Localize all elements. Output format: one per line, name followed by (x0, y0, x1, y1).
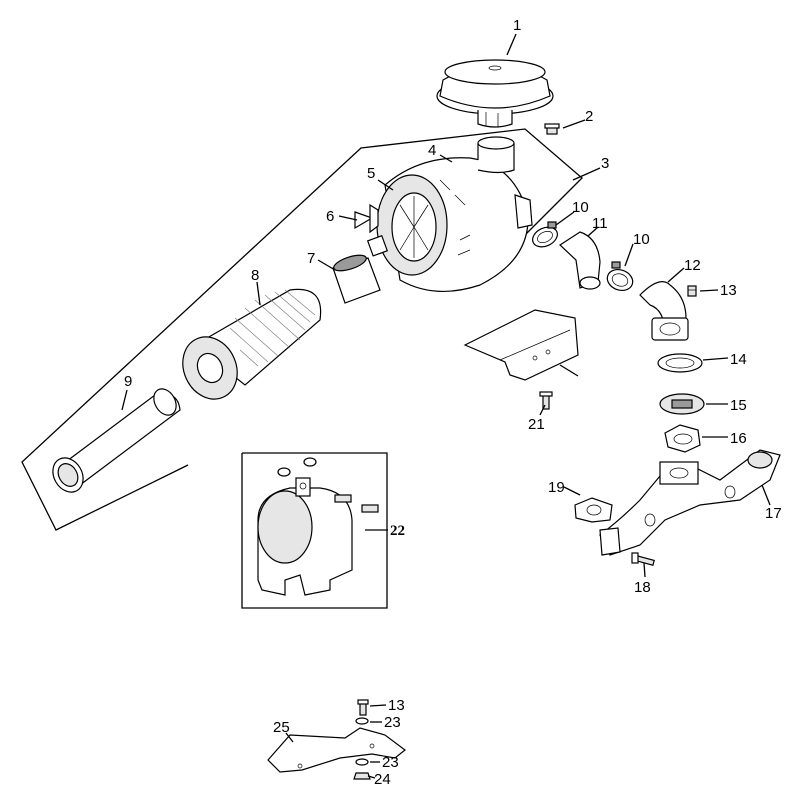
assembly-3-outline (21, 128, 583, 531)
part-13-screw-lower[interactable] (357, 699, 369, 716)
callout-23a: 23 (384, 714, 401, 731)
part-11-hose[interactable] (559, 231, 601, 290)
callout-25: 25 (273, 719, 290, 736)
part-10-clamp-b[interactable] (604, 261, 635, 294)
callout-13b: 13 (388, 697, 405, 714)
part-23-washer-upper[interactable] (355, 717, 369, 725)
callout-14: 14 (730, 351, 747, 368)
callout-16: 16 (730, 430, 747, 447)
callout-6: 6 (326, 208, 334, 225)
callout-10a: 10 (572, 199, 589, 216)
part-1-cap[interactable] (436, 59, 554, 128)
leader-lines (121, 33, 771, 779)
callout-1: 1 (513, 17, 521, 34)
part-24-nut[interactable] (353, 772, 371, 780)
part-15-plate[interactable] (659, 393, 705, 415)
part-25-lower-bracket[interactable] (267, 727, 406, 773)
part-12-elbow[interactable] (639, 281, 689, 341)
part-4-air-cleaner-body[interactable] (366, 136, 533, 292)
callout-13a: 13 (720, 282, 737, 299)
callout-22: 22 (390, 523, 405, 539)
part-18-bolt[interactable] (631, 552, 655, 566)
part-7-sleeve[interactable] (332, 252, 381, 304)
callout-11: 11 (592, 215, 608, 232)
callout-12: 12 (684, 257, 701, 274)
assembly-22-outline (241, 452, 388, 609)
part-14-gasket[interactable] (657, 353, 703, 373)
callout-5: 5 (367, 165, 375, 182)
part-13-screw[interactable] (687, 285, 697, 297)
callout-4: 4 (428, 142, 436, 159)
callout-19: 19 (548, 479, 565, 496)
callout-9: 9 (124, 373, 132, 390)
part-6-valve[interactable] (354, 203, 379, 234)
callout-17: 17 (765, 505, 782, 522)
part-2-fitting[interactable] (544, 123, 560, 135)
callout-23b: 23 (382, 754, 399, 771)
callout-2: 2 (585, 108, 593, 125)
part-21-bracket[interactable] (463, 309, 579, 381)
callout-3: 3 (601, 155, 609, 172)
part-9-inner-element[interactable] (47, 385, 181, 498)
callout-18: 18 (634, 579, 651, 596)
part-21-screw[interactable] (539, 391, 553, 410)
callout-labels: 1 2 3 4 5 6 7 8 9 10 11 10 12 13 14 15 1… (124, 17, 782, 788)
callout-15: 15 (730, 397, 747, 414)
part-17-manifold[interactable] (599, 449, 781, 556)
callout-8: 8 (251, 267, 259, 284)
part-16-gasket[interactable] (664, 424, 701, 453)
part-10-clamp-a[interactable] (529, 221, 560, 251)
part-23-washer-lower[interactable] (355, 758, 369, 766)
callout-7: 7 (307, 250, 315, 267)
part-22-band-clamp[interactable] (257, 457, 379, 596)
part-19-gasket[interactable] (574, 497, 613, 523)
callout-10b: 10 (633, 231, 650, 248)
callout-21: 21 (528, 416, 545, 433)
callout-24: 24 (374, 771, 391, 788)
part-8-filter-element[interactable] (173, 288, 322, 408)
